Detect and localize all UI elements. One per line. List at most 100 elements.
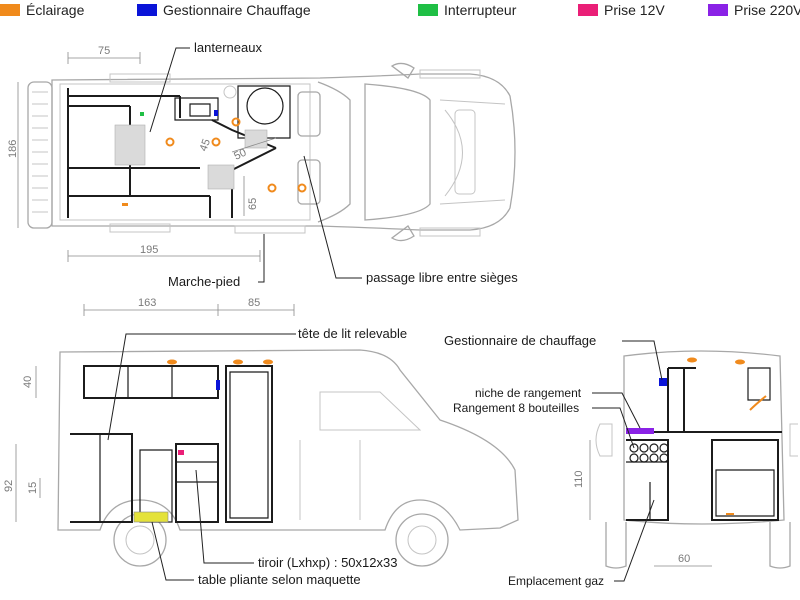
door-lines-side <box>299 440 361 520</box>
dim-163: 163 <box>138 297 156 309</box>
light-aisle <box>267 183 277 193</box>
mirror-right <box>390 225 415 242</box>
side-window <box>319 391 422 431</box>
socket-220v-rear <box>626 428 654 434</box>
cab-partition <box>317 81 351 223</box>
tall-cabinet <box>225 365 273 523</box>
tall-cabinet-door <box>229 371 269 519</box>
heating-controller-rear <box>659 378 667 386</box>
dim-92: 92 <box>3 480 15 492</box>
cooktop-burner <box>223 85 237 99</box>
hatch-bed-base <box>114 124 146 166</box>
light-shower <box>231 117 241 127</box>
wheel-rear-right <box>109 223 171 233</box>
heating-controller-side <box>216 380 220 390</box>
leader-tete-de-lit <box>107 333 296 441</box>
label-passage: passage libre entre sièges <box>366 270 518 285</box>
label-lanterneaux: lanterneaux <box>194 40 262 55</box>
legend-item-switch: Interrupteur <box>418 1 516 19</box>
side-view: 163 85 40 92 15 tête de lit relevable ti… <box>3 297 519 587</box>
van-body-rear <box>623 350 785 525</box>
furniture-left-block <box>67 88 210 218</box>
sink-top <box>174 97 219 121</box>
rear-hub-side <box>125 525 155 555</box>
rear-upper-cabinet <box>667 367 696 432</box>
dim-75: 75 <box>98 45 110 57</box>
rear-lower-right-door <box>715 469 775 517</box>
wheel-front-left <box>419 69 481 79</box>
legend-label-switch: Interrupteur <box>444 2 517 18</box>
light-side-2 <box>233 359 243 365</box>
dim-line-50 <box>231 137 277 153</box>
dim-45: 45 <box>198 137 213 153</box>
bottle-rack <box>629 443 669 463</box>
rear-view: 110 60 Gestionnaire de chauffage niche d… <box>444 333 798 588</box>
light-kitchen <box>211 137 221 147</box>
socket-12v-side <box>178 450 184 455</box>
hood-vent <box>454 109 476 195</box>
toilet-cabinet <box>246 87 284 125</box>
dim-85: 85 <box>248 297 260 309</box>
label-gaz: Emplacement gaz <box>508 574 604 588</box>
dim-15: 15 <box>27 482 39 494</box>
seat-front-left <box>297 91 321 137</box>
dim-195: 195 <box>140 244 158 256</box>
front-hub-side <box>407 525 437 555</box>
upper-cabinets <box>83 365 219 399</box>
label-rangement: Rangement 8 bouteilles <box>453 401 579 415</box>
legend-swatch-switch <box>418 4 438 16</box>
dim-60: 60 <box>678 553 690 565</box>
bed-block-side <box>70 433 133 523</box>
leader-marche-pied <box>258 234 265 283</box>
hatch-shower-tray <box>244 129 268 149</box>
legend-label-lighting: Éclairage <box>26 2 85 18</box>
heating-controller-top <box>214 110 218 116</box>
label-marche-pied: Marche-pied <box>168 274 240 289</box>
light-bed <box>165 137 175 147</box>
light-side-3 <box>263 359 273 365</box>
kitchen-block-side <box>175 443 219 523</box>
label-niche: niche de rangement <box>475 386 582 400</box>
legend-item-12v: Prise 12V <box>578 1 665 19</box>
dim-40: 40 <box>22 376 34 388</box>
label-tiroir: tiroir (Lxhxp) : 50x12x33 <box>258 555 397 570</box>
legend-item-220v: Prise 220V <box>708 1 800 19</box>
light-rear-2 <box>735 359 745 365</box>
van-body-top <box>51 73 516 231</box>
rear-wheels <box>605 522 791 569</box>
leader-tiroir <box>195 469 254 564</box>
furniture-kitchen-block <box>209 119 277 218</box>
light-cab <box>297 183 307 193</box>
rear-upper-right <box>747 367 771 401</box>
spare-wheel-tread <box>32 91 48 213</box>
hood-lines <box>439 99 506 205</box>
leader-passage <box>303 155 362 279</box>
switch-bed <box>140 112 144 116</box>
upper-cabinet-doors <box>127 366 173 398</box>
label-table: table pliante selon maquette <box>198 572 361 587</box>
folding-table <box>133 511 169 523</box>
light-rear-1 <box>687 357 697 363</box>
legend-item-lighting: Éclairage <box>0 1 84 19</box>
light-floor <box>122 203 128 206</box>
windshield-top <box>364 83 431 221</box>
legend-swatch-heating <box>137 4 157 16</box>
leader-gestionnaire <box>622 340 663 381</box>
dim-65: 65 <box>247 198 259 210</box>
rear-mirrors <box>595 423 798 457</box>
mirror-left <box>390 62 415 79</box>
legend-label-heating: Gestionnaire Chauffage <box>163 2 311 18</box>
leader-table <box>151 521 194 581</box>
sink-cabinet <box>139 449 173 523</box>
leader-rangement <box>592 407 635 449</box>
leader-niche <box>592 392 641 429</box>
legend-item-heating: Gestionnaire Chauffage <box>137 1 311 19</box>
shower-block <box>237 85 291 139</box>
dim-186: 186 <box>7 140 19 158</box>
label-tete-de-lit: tête de lit relevable <box>298 326 407 341</box>
legend-swatch-lighting <box>0 4 20 16</box>
cargo-inner-top <box>59 83 311 221</box>
legend-swatch-12v <box>578 4 598 16</box>
